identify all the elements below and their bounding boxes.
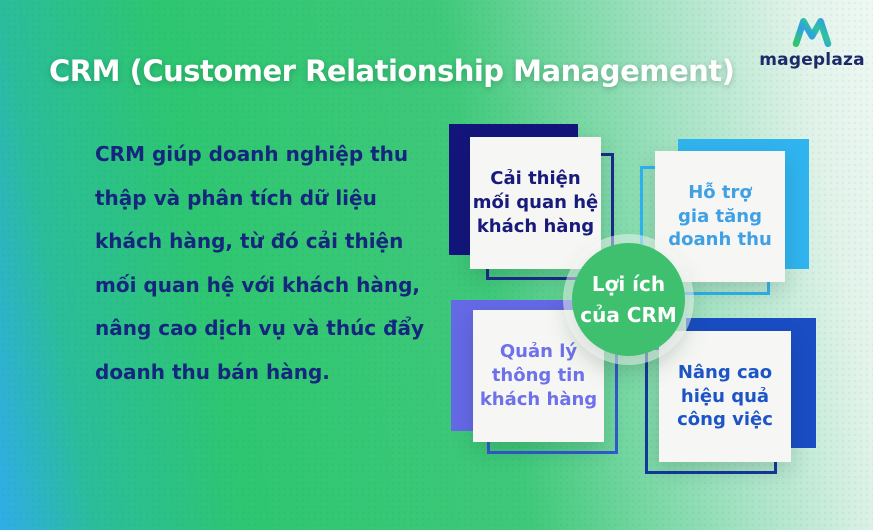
- mageplaza-logo: mageplaza: [758, 16, 866, 70]
- center-circle: Lợi ích của CRM: [572, 243, 685, 356]
- center-circle-label: Lợi ích của CRM: [580, 271, 677, 327]
- card-face: Nâng cao hiệu quả công việc: [659, 331, 791, 462]
- benefit-card-revenue: Hỗ trợ gia tăng doanh thu: [640, 139, 810, 296]
- card-label: Nâng cao hiệu quả công việc: [677, 361, 773, 431]
- intro-paragraph: CRM giúp doanh nghiệp thu thập và phân t…: [95, 142, 424, 384]
- benefit-card-efficiency: Nâng cao hiệu quả công việc: [645, 318, 817, 475]
- mageplaza-m-icon: [792, 18, 832, 48]
- card-label: Cải thiện mối quan hệ khách hàng: [472, 168, 599, 237]
- benefit-card-customer-info: Quản lý thông tin khách hàng: [451, 300, 618, 455]
- card-face: Hỗ trợ gia tăng doanh thu: [655, 151, 785, 282]
- card-face: Cải thiện mối quan hệ khách hàng: [470, 137, 601, 269]
- benefit-card-relationship: Cải thiện mối quan hệ khách hàng: [449, 124, 615, 281]
- card-label: Quản lý thông tin khách hàng: [479, 341, 598, 410]
- card-label: Hỗ trợ gia tăng doanh thu: [668, 181, 772, 251]
- mageplaza-wordmark: mageplaza: [759, 50, 865, 70]
- page-title: CRM (Customer Relationship Management): [49, 54, 735, 88]
